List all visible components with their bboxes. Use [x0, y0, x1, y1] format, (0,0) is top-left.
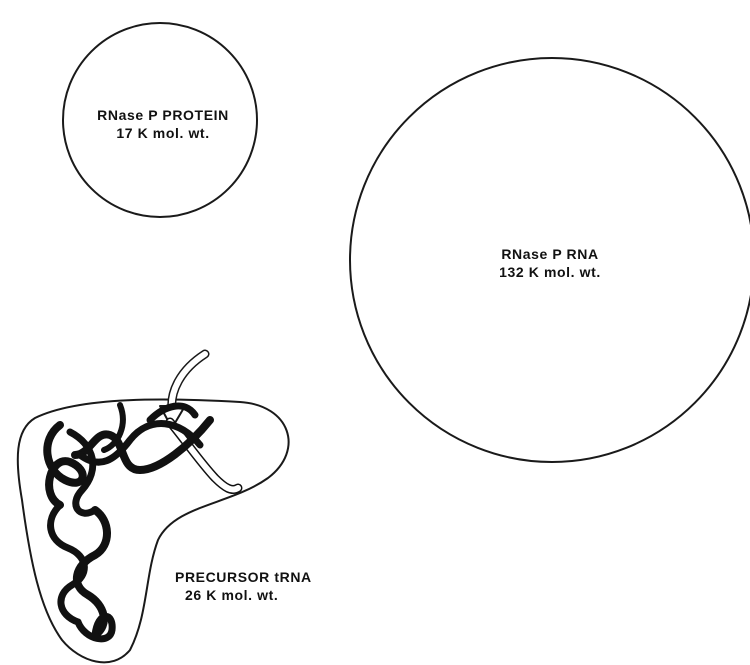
protein-name: RNase P PROTEIN — [78, 106, 248, 124]
rna-label: RNase P RNA 132 K mol. wt. — [470, 245, 630, 281]
rna-weight: 132 K mol. wt. — [470, 263, 630, 281]
cleavage-arrow-icon — [160, 354, 205, 428]
trna-outline — [18, 399, 289, 662]
trna-weight: 26 K mol. wt. — [175, 586, 312, 604]
trna-name: PRECURSOR tRNA — [175, 568, 312, 586]
protein-label: RNase P PROTEIN 17 K mol. wt. — [78, 106, 248, 142]
trna-label: PRECURSOR tRNA 26 K mol. wt. — [175, 568, 312, 604]
rna-name: RNase P RNA — [470, 245, 630, 263]
protein-weight: 17 K mol. wt. — [78, 124, 248, 142]
